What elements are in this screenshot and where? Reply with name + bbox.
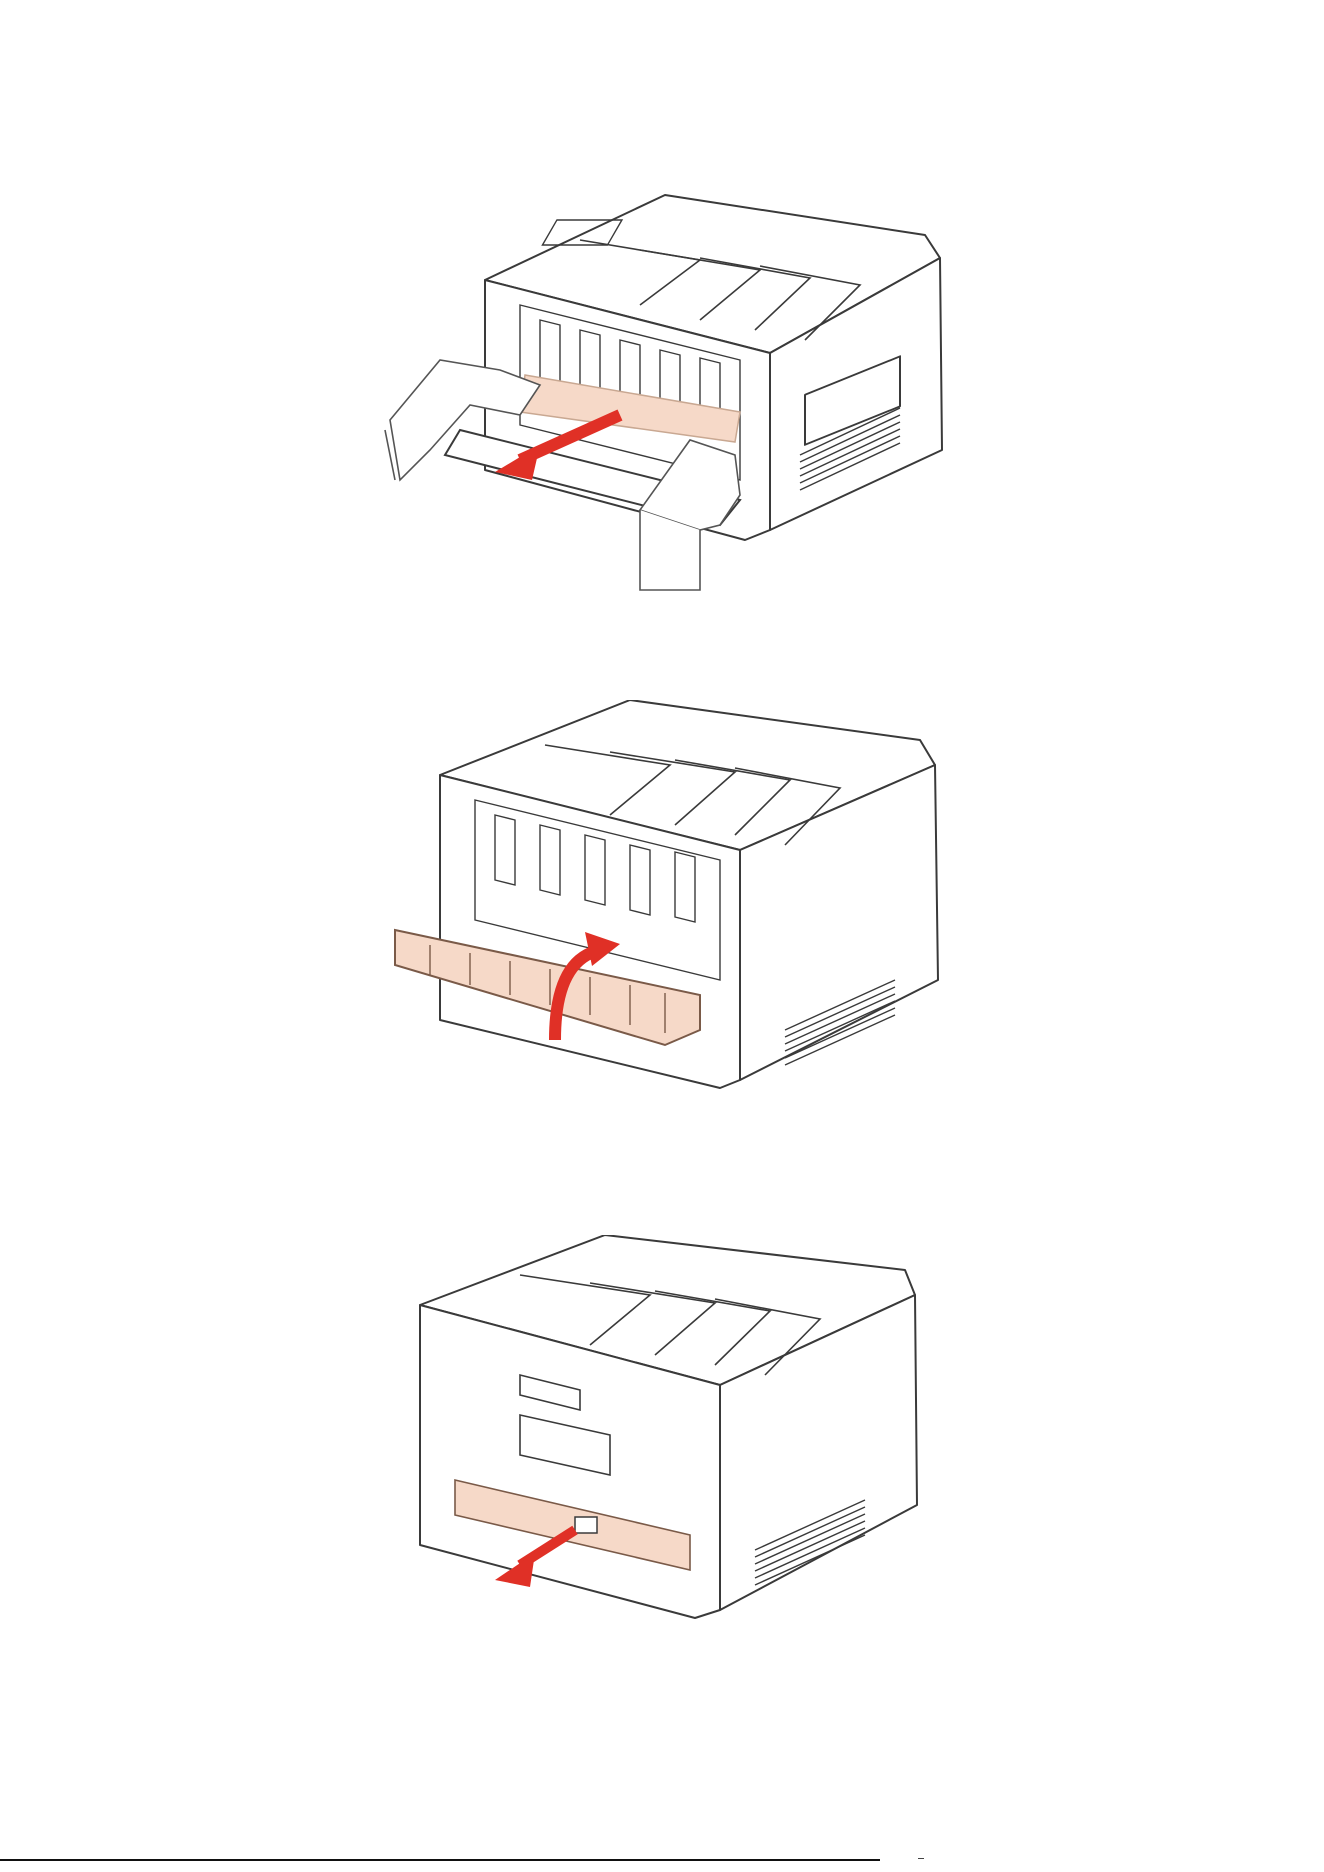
figure-remove-jammed-paper bbox=[0, 180, 1324, 600]
printer-rear-tray-illustration bbox=[0, 700, 1324, 1100]
printer-duplex-illustration bbox=[0, 1235, 1324, 1625]
footer-rule bbox=[0, 1859, 880, 1861]
footer-mark bbox=[918, 1858, 924, 1859]
figure-pull-duplex-unit bbox=[0, 1235, 1324, 1625]
figure-close-rear-tray bbox=[0, 700, 1324, 1100]
duplex-handle bbox=[575, 1517, 597, 1533]
printer-rear-jam-illustration bbox=[0, 180, 1324, 600]
